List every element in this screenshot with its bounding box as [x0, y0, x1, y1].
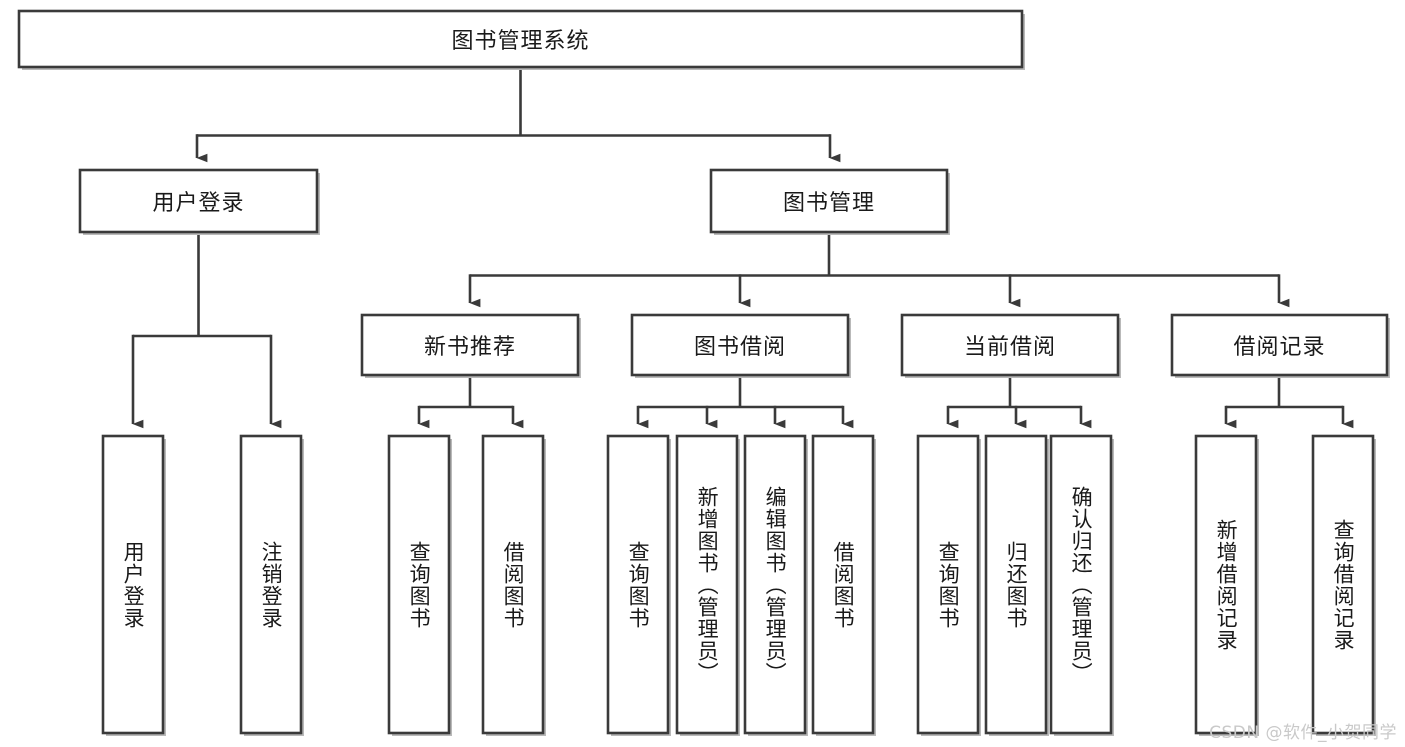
node-leaf-edit-book[interactable] — [743, 434, 807, 735]
node-leaf-add-borrow-record[interactable] — [1194, 434, 1258, 735]
link-borrow-record-bus — [1226, 375, 1343, 409]
node-leaf-add-book[interactable] — [675, 434, 739, 735]
node-leaf-query-book-borrow[interactable] — [606, 434, 670, 735]
node-leaf-borrow-book[interactable] — [811, 434, 875, 735]
link-new-book-bus — [419, 375, 513, 409]
node-leaf-confirm-return[interactable] — [1049, 434, 1113, 735]
link-current-borrow-bus — [948, 375, 1081, 409]
link-book-borrow-bus — [638, 375, 843, 409]
node-leaf-query-borrow-record[interactable] — [1311, 434, 1375, 735]
connector-layer — [131, 67, 1354, 429]
csdn-watermark: CSDN @软件_小贺同学 — [1209, 723, 1397, 743]
node-leaf-return-book[interactable] — [984, 434, 1048, 735]
link-book-manage-bus — [470, 232, 1279, 277]
node-user-login[interactable] — [78, 168, 319, 234]
node-new-book-recommend[interactable] — [360, 313, 580, 377]
node-layer — [17, 9, 1390, 736]
node-book-borrow[interactable] — [630, 313, 850, 377]
link-root-bus — [197, 67, 830, 137]
node-current-borrow[interactable] — [900, 313, 1120, 377]
link-user-login-bus — [133, 232, 271, 338]
node-leaf-query-book-recommend[interactable] — [387, 434, 451, 735]
node-leaf-user-logout[interactable] — [239, 434, 303, 735]
node-leaf-user-login[interactable] — [101, 434, 165, 735]
node-leaf-borrow-book-recommend[interactable] — [481, 434, 545, 735]
node-root[interactable] — [17, 9, 1024, 69]
node-book-manage[interactable] — [709, 168, 949, 234]
node-borrow-record[interactable] — [1170, 313, 1389, 377]
node-leaf-query-book-current[interactable] — [916, 434, 980, 735]
